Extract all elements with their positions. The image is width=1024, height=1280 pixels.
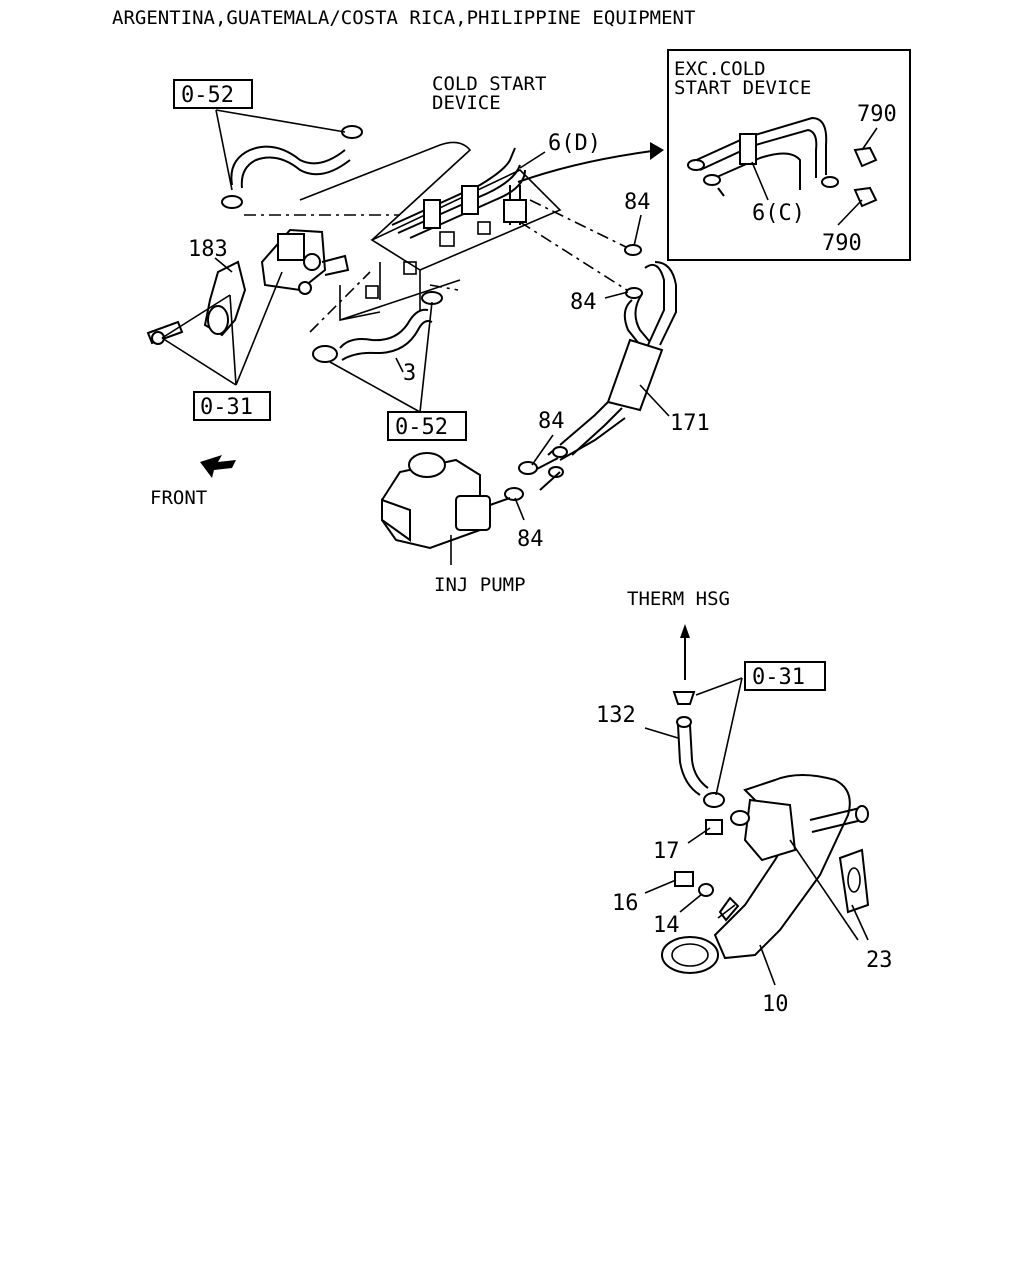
- leader: [837, 199, 863, 226]
- clip-84: [504, 487, 524, 501]
- leader: [679, 893, 703, 913]
- callout-3: 3: [403, 361, 416, 386]
- leader: [759, 944, 776, 986]
- leader: [751, 161, 769, 201]
- ref-label: 0-31: [752, 665, 805, 690]
- up-arrow-icon: [680, 624, 690, 638]
- leader: [604, 291, 629, 299]
- note-front: FRONT: [150, 487, 207, 509]
- front-arrow-icon: [200, 455, 236, 478]
- inset-leader: [517, 149, 661, 183]
- callout-17: 17: [653, 839, 680, 864]
- callout-171: 171: [670, 411, 710, 436]
- leader: [214, 257, 233, 273]
- callout-14: 14: [653, 913, 680, 938]
- leader: [419, 301, 433, 413]
- callout-790: 790: [857, 102, 897, 127]
- callout-132: 132: [596, 703, 636, 728]
- leader: [161, 294, 237, 386]
- note-therm-hsg: THERM HSG: [627, 588, 730, 610]
- cold-start-pipe-6d: [391, 147, 527, 239]
- leader: [531, 434, 554, 466]
- callout-84: 84: [538, 409, 565, 434]
- cap-790: [853, 146, 878, 168]
- bolt-16: [674, 871, 694, 887]
- callout-10: 10: [762, 992, 789, 1017]
- leader: [329, 361, 421, 413]
- note-cold-start: DEVICE: [432, 92, 501, 114]
- ref-label: 0-52: [181, 83, 234, 108]
- leader: [851, 904, 869, 941]
- note-exc-cold: EXC.COLD: [674, 58, 766, 80]
- callout-6d: 6(D): [548, 131, 601, 156]
- callout-16: 16: [612, 891, 639, 916]
- hose-132: [672, 691, 725, 808]
- leader: [695, 677, 743, 696]
- callout-23: 23: [866, 948, 893, 973]
- callout-84: 84: [517, 527, 544, 552]
- leader: [715, 677, 743, 796]
- callout-183: 183: [188, 237, 228, 262]
- injection-pump: [381, 452, 511, 550]
- ref-box: [173, 79, 253, 109]
- ref-label: 0-52: [395, 415, 448, 440]
- washer-14: [698, 883, 714, 897]
- leader: [717, 904, 736, 919]
- hose-3: [312, 291, 443, 363]
- hose-171: [534, 244, 677, 491]
- ref-label: 0-31: [200, 395, 253, 420]
- inset-arrow-icon: [650, 142, 664, 160]
- note-inj-pump: INJ PUMP: [434, 574, 526, 596]
- ref-box: [387, 411, 467, 441]
- leader: [215, 109, 346, 133]
- leader: [861, 127, 878, 151]
- pipe-6c: [687, 116, 839, 197]
- water-pipe-10: [661, 774, 869, 974]
- clip-84: [518, 461, 538, 475]
- leader: [229, 294, 237, 386]
- diagram-title: ARGENTINA,GUATEMALA/COSTA RICA,PHILIPPIN…: [112, 7, 695, 29]
- hose-upper-left: [221, 125, 363, 209]
- callout-84: 84: [624, 190, 651, 215]
- guide-line: [429, 284, 459, 291]
- guide-line: [519, 221, 631, 293]
- callout-84: 84: [570, 290, 597, 315]
- leader: [789, 839, 859, 941]
- note-exc-cold: START DEVICE: [674, 77, 811, 99]
- ref-box: [744, 661, 826, 691]
- ref-box: [193, 391, 271, 421]
- leader: [215, 109, 233, 191]
- bolt-17: [705, 819, 723, 835]
- leader: [514, 497, 525, 521]
- leader: [235, 271, 283, 386]
- inset-box: [667, 49, 911, 261]
- callout-6c: 6(C): [752, 201, 805, 226]
- leader: [395, 357, 404, 373]
- leader: [633, 214, 642, 247]
- leader: [639, 384, 670, 417]
- note-cold-start: COLD START: [432, 73, 546, 95]
- leader: [687, 827, 711, 844]
- guide-line: [529, 199, 629, 249]
- gasket-23: [838, 848, 870, 914]
- leader: [644, 879, 677, 894]
- leader: [519, 151, 546, 169]
- callout-790: 790: [822, 231, 862, 256]
- valve-assembly: [260, 228, 350, 295]
- guide-line: [309, 271, 371, 333]
- gasket-23-hole: [847, 867, 861, 893]
- leader: [644, 727, 679, 739]
